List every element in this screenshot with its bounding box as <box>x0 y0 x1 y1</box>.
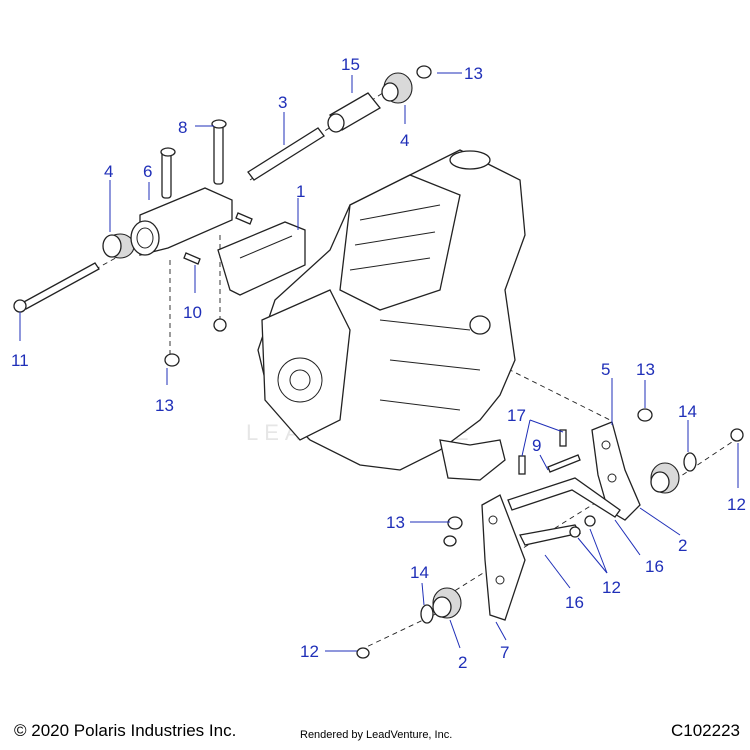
callout-leaders <box>19 72 739 652</box>
nut-far-right <box>730 428 744 442</box>
nut-lower <box>356 647 370 659</box>
copyright-notice: © 2020 Polaris Industries Inc. <box>14 721 237 740</box>
callout-6: 6 <box>143 162 152 181</box>
callout-2-right: 2 <box>678 536 687 555</box>
callout-9: 9 <box>532 436 541 455</box>
callout-13-center: 13 <box>386 513 405 532</box>
callout-12-far-right: 12 <box>727 495 746 514</box>
callout-13-top: 13 <box>464 64 483 83</box>
rendered-by-credit: Rendered by LeadVenture, Inc. <box>300 729 453 741</box>
callout-15: 15 <box>341 55 360 74</box>
callout-4-left: 4 <box>104 162 113 181</box>
washer-lower <box>420 604 434 624</box>
callout-14-right: 14 <box>678 402 697 421</box>
diagram-id: C102223 <box>670 721 740 740</box>
rubber-mount-lower <box>432 587 462 619</box>
studs <box>518 429 581 475</box>
callout-8: 8 <box>178 118 187 137</box>
washer-right <box>683 452 697 472</box>
engine-assembly <box>257 149 526 481</box>
callout-4-top: 4 <box>400 131 409 150</box>
spacer-shaft <box>247 127 325 181</box>
rubber-mount-left <box>102 233 135 259</box>
long-bolt <box>13 262 100 313</box>
callout-13-right: 13 <box>636 360 655 379</box>
rear-right-bracket <box>591 421 641 521</box>
callout-1: 1 <box>296 182 305 201</box>
callout-12-lower: 12 <box>300 642 319 661</box>
callout-7: 7 <box>500 643 509 662</box>
mount-bracket <box>130 119 233 256</box>
callout-2-lower: 2 <box>458 653 467 672</box>
rubber-mount-top <box>381 72 413 104</box>
callout-14-lower: 14 <box>410 563 429 582</box>
callout-12-center: 12 <box>602 578 621 597</box>
callout-16-right: 16 <box>645 557 664 576</box>
callout-3: 3 <box>278 93 287 112</box>
spacer-tube <box>327 92 381 133</box>
callout-11: 11 <box>11 351 29 370</box>
rubber-mount-right <box>650 462 680 494</box>
callout-5: 5 <box>601 360 610 379</box>
callout-17: 17 <box>507 406 526 425</box>
callout-10: 10 <box>183 303 202 322</box>
small-bolts <box>183 212 253 265</box>
callout-16-center: 16 <box>565 593 584 612</box>
engine-bracket <box>217 221 306 296</box>
callout-13-left: 13 <box>155 396 174 415</box>
link-plates <box>507 477 621 546</box>
front-bracket <box>481 494 526 621</box>
lock-nuts <box>164 65 653 547</box>
callouts: 1 2 2 3 4 4 5 6 7 8 9 10 11 12 12 12 13 … <box>11 55 746 672</box>
